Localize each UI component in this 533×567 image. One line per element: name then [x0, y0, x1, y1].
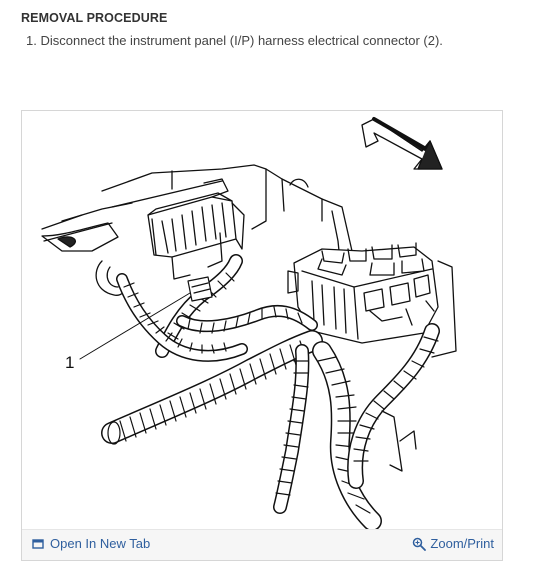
wiring-harness-illustration — [41, 117, 457, 531]
step-1-text: 1. Disconnect the instrument panel (I/P)… — [26, 33, 443, 48]
open-in-new-tab-link[interactable]: Open In New Tab — [32, 536, 150, 551]
open-in-new-tab-label: Open In New Tab — [50, 536, 151, 551]
direction-arrow-icon — [361, 117, 443, 170]
magnifier-plus-icon — [413, 537, 427, 551]
figure-toolbar: Open In New Tab Zoom/Print — [22, 529, 502, 560]
callout-number: 1 — [65, 353, 75, 372]
section-title: REMOVAL PROCEDURE — [21, 11, 168, 25]
external-window-icon — [32, 538, 44, 549]
zoom-print-label: Zoom/Print — [430, 536, 494, 551]
zoom-print-link[interactable]: Zoom/Print — [412, 536, 494, 551]
illustration-frame: 1 Open In New Tab Zoom/Print — [21, 110, 503, 561]
